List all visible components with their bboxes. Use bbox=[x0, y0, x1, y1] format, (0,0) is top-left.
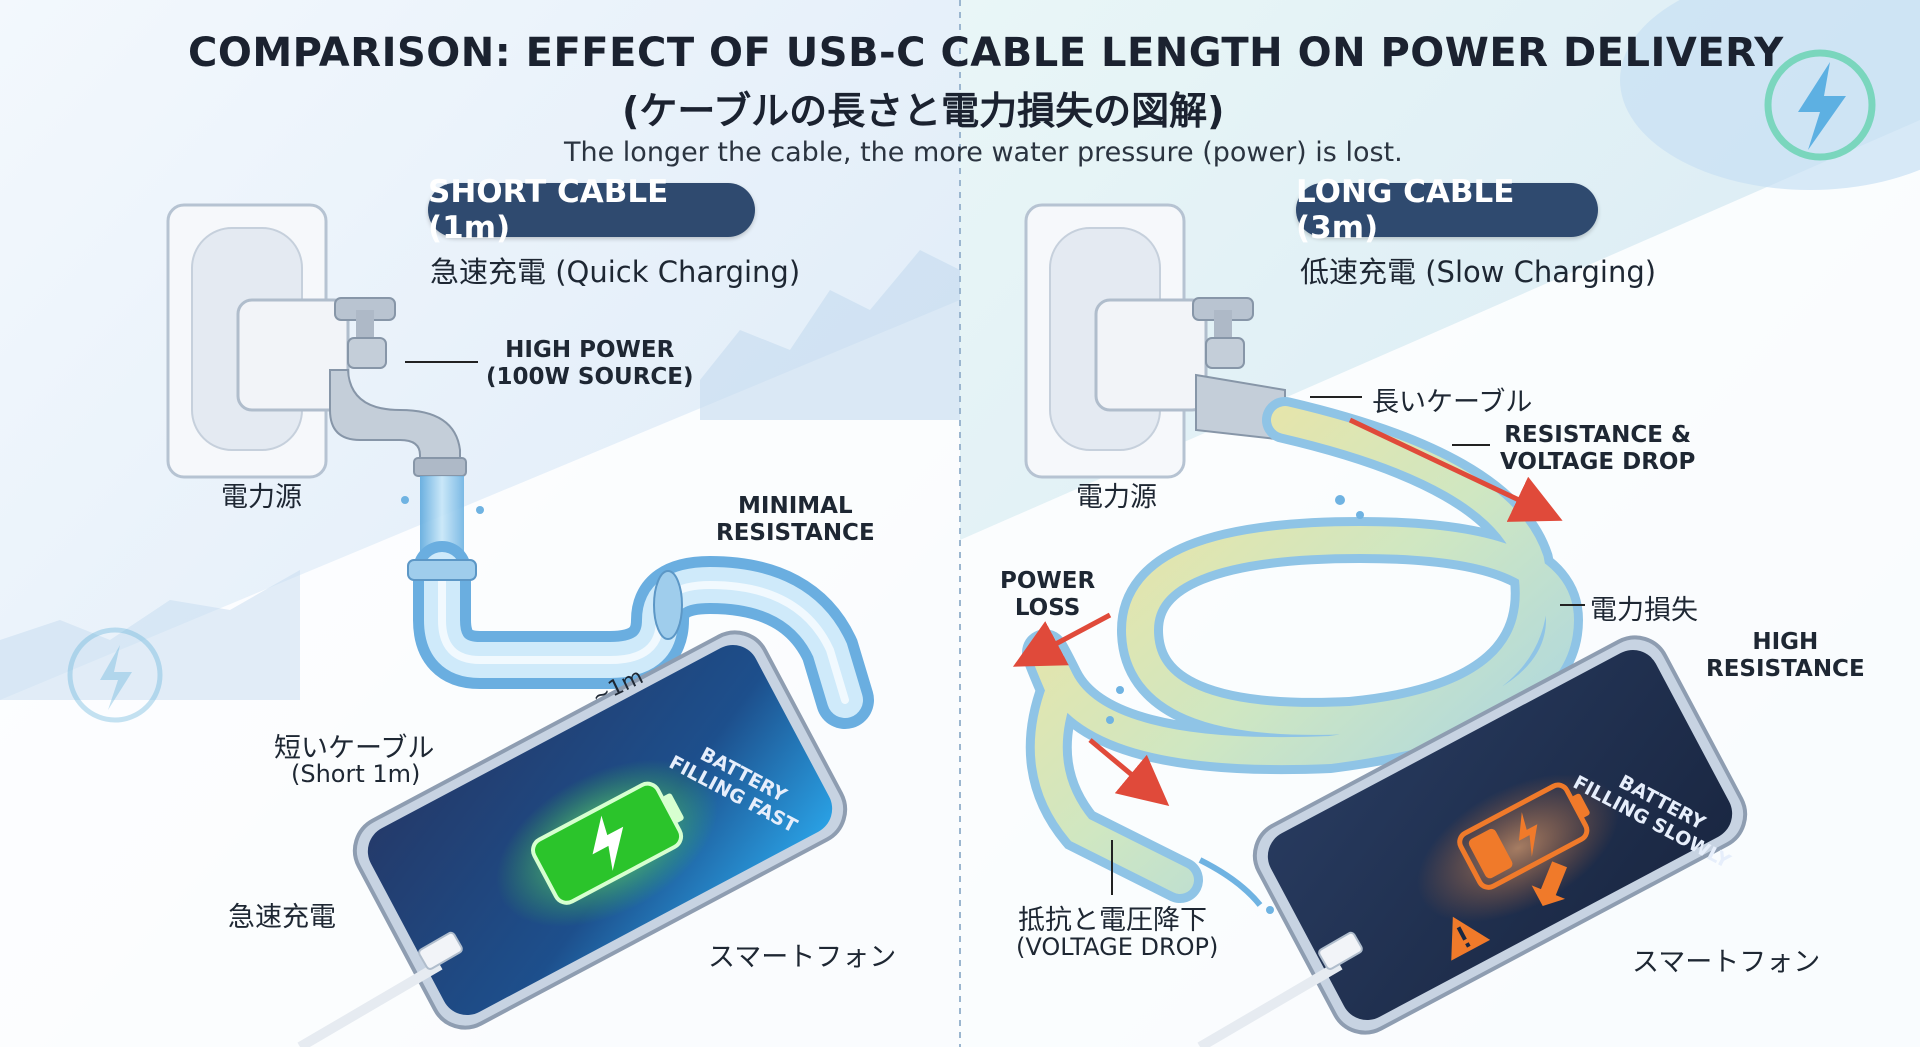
minimal-line2: RESISTANCE bbox=[716, 520, 875, 546]
power-loss-jp-label: 電力損失 bbox=[1590, 595, 1698, 626]
smartphone-label-left: スマートフォン bbox=[708, 942, 897, 973]
short-cable-en-label: (Short 1m) bbox=[291, 760, 421, 788]
high-power-line2: (100W SOURCE) bbox=[486, 364, 694, 390]
resistance-voltage-drop-label: RESISTANCE & VOLTAGE DROP bbox=[1500, 422, 1695, 476]
lightning-bolt-icon-logo bbox=[1764, 49, 1876, 161]
smartphone-right bbox=[1252, 635, 1748, 1035]
warning-icon bbox=[1451, 916, 1491, 961]
high-power-label: HIGH POWER (100W SOURCE) bbox=[486, 337, 694, 391]
quick-charging-label: 急速充電 (Quick Charging) bbox=[430, 255, 801, 289]
water-faucet-icon-right bbox=[1192, 297, 1286, 442]
high-power-line1: HIGH POWER bbox=[505, 337, 675, 363]
power-source-label-left: 電力源 bbox=[221, 482, 302, 513]
voltage-drop-en-label: (VOLTAGE DROP) bbox=[1016, 933, 1219, 961]
long-cable-jp-label: 長いケーブル bbox=[1372, 387, 1533, 418]
battery-full-icon bbox=[531, 781, 684, 905]
power-loss-line1: POWER bbox=[1000, 568, 1096, 594]
minimal-resistance-label: MINIMAL RESISTANCE bbox=[716, 493, 875, 547]
power-source-label-right: 電力源 bbox=[1076, 482, 1157, 513]
page-title-japanese: (ケーブルの長さと電力損失の図解) bbox=[622, 89, 1225, 133]
lightning-bolt-icon-slow bbox=[1518, 812, 1538, 857]
lightning-bolt-icon-bg-left bbox=[67, 627, 163, 723]
page-title: COMPARISON: EFFECT OF USB-C CABLE LENGTH… bbox=[188, 30, 1784, 76]
short-cable-jp-label: 短いケーブル bbox=[274, 733, 435, 764]
down-arrow-icon bbox=[1531, 861, 1568, 907]
voltage-drop-jp-label: 抵抗と電圧降下 bbox=[1018, 905, 1207, 936]
power-loss-line2: LOSS bbox=[1014, 595, 1081, 621]
power-loss-label: POWER LOSS bbox=[1000, 568, 1095, 622]
water-faucet-icon-left bbox=[329, 297, 467, 477]
lightning-bolt-icon-fast bbox=[592, 815, 624, 871]
minimal-line1: MINIMAL bbox=[738, 493, 853, 519]
resistance-line1: RESISTANCE & bbox=[1504, 422, 1692, 448]
battery-low-icon bbox=[1457, 782, 1590, 890]
short-cable-header: SHORT CABLE (1m) bbox=[428, 174, 755, 246]
slow-charging-label: 低速充電 (Slow Charging) bbox=[1300, 255, 1657, 289]
fast-charge-jp-label: 急速充電 bbox=[228, 902, 336, 933]
resistance-line2: VOLTAGE DROP bbox=[1500, 449, 1696, 475]
high-resistance-label: HIGH RESISTANCE bbox=[1706, 629, 1865, 683]
page-subtitle: The longer the cable, the more water pre… bbox=[564, 137, 1403, 168]
high-resistance-line1: HIGH bbox=[1752, 629, 1819, 655]
long-cable-header: LONG CABLE (3m) bbox=[1296, 174, 1598, 246]
smartphone-left bbox=[352, 630, 848, 1030]
smartphone-label-right: スマートフォン bbox=[1632, 947, 1821, 978]
high-resistance-line2: RESISTANCE bbox=[1706, 656, 1865, 682]
